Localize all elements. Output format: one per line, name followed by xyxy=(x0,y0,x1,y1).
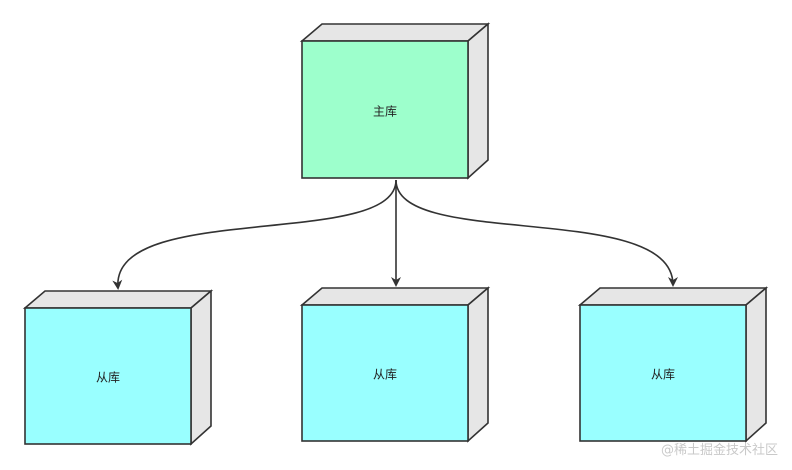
master-node: 主库 xyxy=(299,22,491,180)
master-node-label: 主库 xyxy=(373,104,397,119)
slave-node-1-label: 从库 xyxy=(96,370,120,385)
slave-node-2: 从库 xyxy=(299,286,491,443)
slave-node-2-front-face xyxy=(301,304,469,442)
slave-node-3-front-face xyxy=(579,304,747,442)
master-node-side-face xyxy=(467,22,489,180)
master-node-top-face xyxy=(299,23,491,42)
edge-master-to-slave-1 xyxy=(112,179,397,290)
master-node-front-face xyxy=(301,40,469,179)
slave-node-2-side-face xyxy=(467,286,489,443)
slave-node-3-side-face xyxy=(745,286,767,443)
watermark-text: @稀土掘金技术社区 xyxy=(660,443,778,458)
slave-node-1-front-face xyxy=(24,307,192,445)
slave-node-2-top-face xyxy=(299,287,491,306)
slave-node-3-label: 从库 xyxy=(651,367,675,382)
slave-node-3: 从库 xyxy=(577,286,769,443)
edge-master-to-slave-3 xyxy=(395,179,678,287)
slave-node-1: 从库 xyxy=(22,289,214,446)
slave-node-2-label: 从库 xyxy=(373,367,397,382)
connectors xyxy=(112,179,678,290)
slave-node-3-top-face xyxy=(577,287,769,306)
slave-node-1-top-face xyxy=(22,290,214,309)
slave-node-1-side-face xyxy=(190,289,212,446)
